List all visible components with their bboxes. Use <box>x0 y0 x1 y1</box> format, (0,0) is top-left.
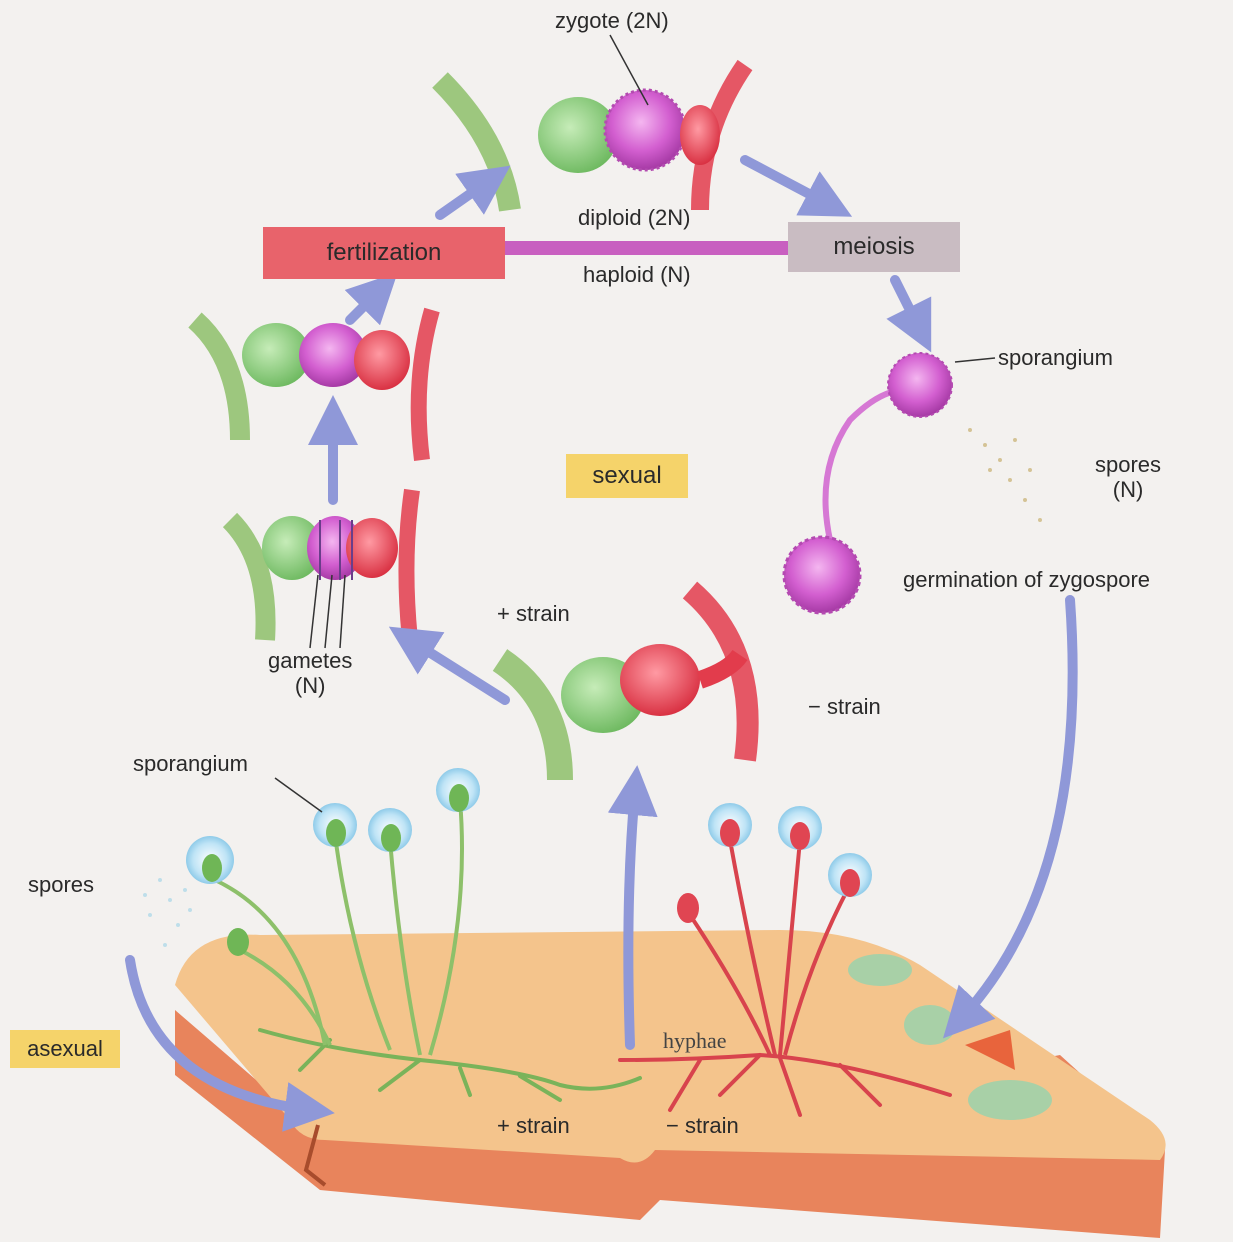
hyphae-label: hyphae <box>663 1028 727 1053</box>
minus-strain-bottom-label: − strain <box>666 1113 739 1138</box>
spores-left-label: spores <box>28 872 94 897</box>
plus-strain-bottom-label: + strain <box>497 1113 570 1138</box>
